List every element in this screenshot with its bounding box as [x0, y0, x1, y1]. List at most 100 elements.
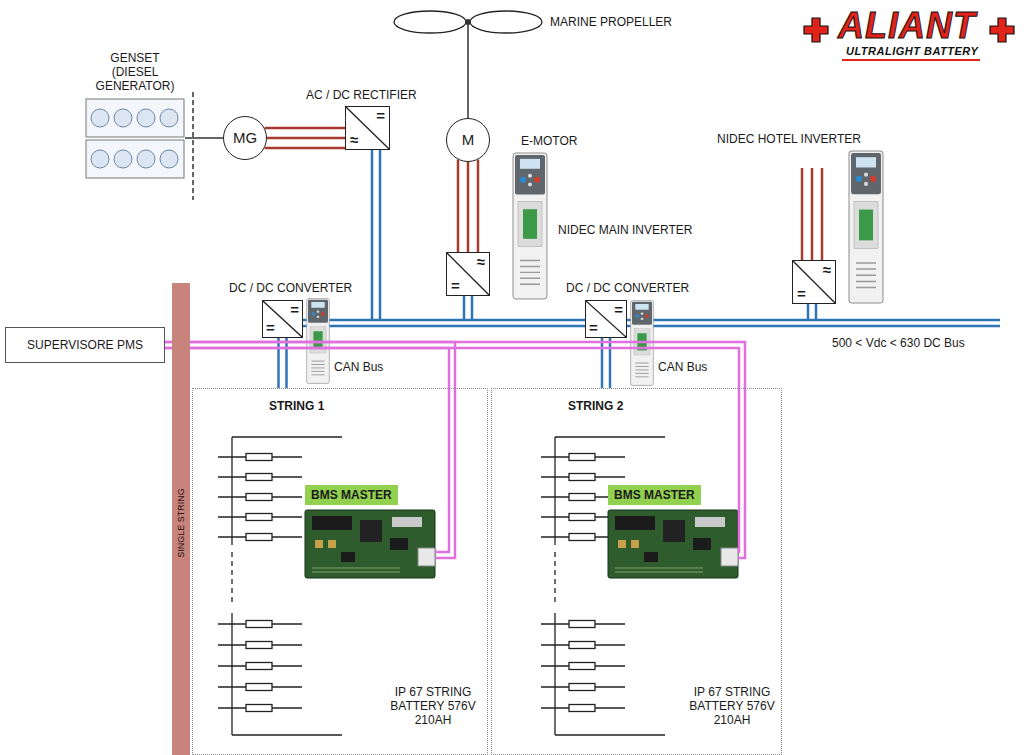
supervisor-box: SUPERVISORE PMS: [5, 327, 165, 363]
node-label: DC / DC CONVERTER: [566, 281, 689, 295]
converter-symbol: ≈: [350, 132, 358, 148]
converter-symbol: =: [797, 286, 806, 302]
can-bus-line: [165, 342, 745, 558]
wire-path: [601, 338, 604, 388]
wire-path: [467, 34, 469, 118]
diagonal-line: [447, 253, 489, 295]
motor-circle: ME-MOTOR: [446, 118, 490, 162]
logo-tagline: ULTRALIGHT BATTERY: [846, 45, 978, 58]
node-label: MG: [224, 117, 266, 159]
converter-symbol: =: [266, 320, 275, 336]
dc-bus: [464, 296, 472, 320]
diesel-engine: [114, 150, 132, 168]
diesel-engine: [137, 109, 155, 127]
converter-symbol: ≈: [477, 254, 485, 270]
hotel-ac-output: [802, 168, 822, 260]
inverter-box: ≈=: [792, 260, 836, 304]
nidec-drive-units: [849, 151, 883, 303]
bms-master: BMS MASTER: [305, 485, 435, 580]
battery-string-region: STRING 1 IP 67 STRING BATTERY 576V 210AH B…: [192, 388, 488, 755]
diesel-engine: [91, 109, 109, 127]
rectifier-box: AC / DC RECTIFIER=≈: [345, 106, 390, 150]
diagonal-line: [586, 301, 626, 337]
wire-path: [165, 342, 745, 558]
bms-board: [305, 510, 435, 578]
signal-label: CAN Bus: [334, 360, 383, 374]
diesel-engine: [114, 109, 132, 127]
converter-symbol: =: [614, 302, 623, 318]
converter-symbol: =: [589, 320, 598, 336]
wire-path: [457, 160, 460, 252]
wire-path: [265, 147, 345, 150]
diesel-engine: [86, 99, 184, 137]
converter-symbol: =: [376, 108, 385, 124]
node-label: DC / DC CONVERTER: [229, 281, 352, 295]
propeller-shaft: [468, 34, 469, 118]
converter-box: DC / DC CONVERTER==: [262, 300, 303, 338]
wire-path: [165, 348, 449, 552]
diesel-engine: [91, 150, 109, 168]
wire-path: [277, 338, 280, 388]
diesel-engine: [160, 109, 178, 127]
dc-link: [279, 338, 287, 388]
dc-bus: [372, 150, 380, 320]
node-label: SINGLE STRING: [176, 488, 187, 558]
diesel-engine: [192, 92, 194, 200]
wire-path: [185, 137, 223, 139]
converter-symbol: =: [290, 302, 299, 318]
genset-unit: GENSET (DIESEL GENERATOR): [85, 98, 185, 178]
can-bus-line: [165, 342, 455, 558]
bms-board: [608, 510, 738, 578]
inverter-box: ≈=: [446, 252, 490, 296]
device-label: NIDEC MAIN INVERTER: [558, 223, 692, 237]
propeller-blades: [465, 19, 471, 25]
ac-three-phase: [265, 128, 345, 148]
wire-path: [165, 342, 455, 558]
string-band: SINGLE STRING: [172, 283, 190, 755]
propeller-blades: [394, 11, 466, 33]
wire-path: [477, 160, 480, 252]
node-label: SUPERVISORE PMS: [6, 328, 164, 362]
logo-mark: [804, 18, 828, 42]
wire-path: [265, 127, 345, 130]
battery-string-region: STRING 2IP 67 STRING BATTERY 576V 210AHB…: [491, 388, 782, 755]
dc-bus: [808, 304, 816, 320]
wire-path: [267, 137, 345, 140]
battery-cells: [218, 437, 342, 735]
logo-mark: [842, 59, 980, 61]
hotel-ac-output: [802, 168, 822, 260]
nidec-drive-units: [513, 153, 547, 299]
node-label: E-MOTOR: [521, 134, 577, 148]
node-label: MARINE PROPELLER: [550, 15, 672, 29]
converter-symbol: =: [451, 278, 460, 294]
wire-path: [609, 338, 612, 388]
diesel-engine: [160, 150, 178, 168]
propeller-blades: [470, 11, 542, 33]
converter-box: DC / DC CONVERTER==: [585, 300, 627, 338]
wire-path: [467, 162, 470, 252]
generator-circle: MG: [223, 116, 267, 160]
node-label: GENSET (DIESEL GENERATOR): [95, 51, 175, 93]
connectors: [165, 34, 745, 558]
wire-path: [165, 348, 739, 552]
diesel-engine: [86, 140, 184, 178]
nidec-drive-units: [307, 151, 883, 385]
node-label: IP 67 STRING BATTERY 576V 210AH: [682, 685, 782, 727]
node-label: IP 67 STRING BATTERY 576V 210AH: [383, 685, 483, 727]
diagonal-line: [346, 107, 389, 149]
battery-cells: [541, 437, 665, 735]
converter-symbol: ≈: [823, 262, 831, 278]
bus-voltage-label: 500 < Vdc < 630 DC Bus: [832, 336, 965, 350]
dc-bus: [303, 150, 1000, 326]
battery-cells: [218, 437, 665, 735]
node-label: M: [447, 119, 489, 161]
diesel-engine: [86, 92, 193, 200]
drive-shaft: [185, 138, 223, 139]
node-label: STRING 1: [269, 399, 324, 413]
node-label: STRING 2: [568, 399, 623, 413]
node-label: AC / DC RECTIFIER: [306, 88, 417, 102]
signal-label: CAN Bus: [658, 360, 707, 374]
propeller-blades: [394, 11, 542, 34]
